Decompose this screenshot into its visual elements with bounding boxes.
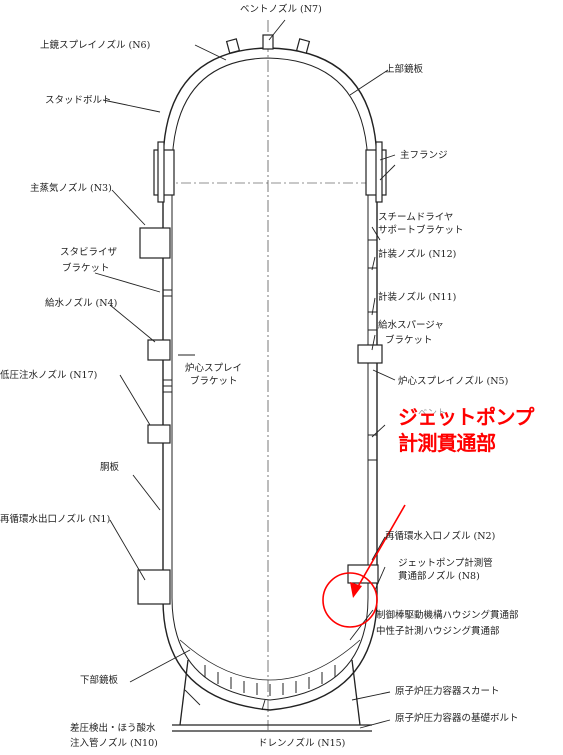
core-spray-nozzle-shape [357, 344, 383, 364]
recirc-inlet-nozzle-label: 再循環水入口ノズル (N2) [385, 531, 496, 542]
core-spray-bracket-label-2: ブラケット [190, 376, 238, 387]
skirt-left [179, 659, 189, 726]
crd-housings [179, 639, 361, 696]
vent-nozzle-label: ベントノズル (N7) [240, 4, 322, 15]
vent-nozzle-shape [262, 34, 274, 50]
jet-pump-penetration-label-1: ジェットポンプ計測管 [398, 558, 493, 569]
bottom-head-label: 下部鏡板 [80, 675, 119, 686]
stabilizer-bracket-label-1: スタビライザ [60, 247, 118, 258]
recirc-outlet-nozzle-shape [137, 569, 171, 605]
hidden-partial-label: ベント [418, 408, 447, 419]
skirt-right [351, 659, 361, 726]
recirc-inlet-nozzle-shape [347, 564, 379, 584]
diff-pressure-nozzle-label-1: 差圧検出・ほう酸水 [70, 723, 156, 734]
top-head-label: 上部鏡板 [385, 64, 424, 75]
left-stud [157, 141, 165, 203]
main-flange-label: 主フランジ [400, 150, 448, 161]
lpci-nozzle-label: 低圧注水ノズル (N17) [0, 370, 98, 381]
highlight-circle [322, 572, 378, 628]
crd-housing-penetration-label: 制御棒駆動機構ハウジング貫通部 [376, 610, 519, 621]
feedwater-sparger-label-2: ブラケット [385, 335, 433, 346]
feedwater-nozzle-label: 給水ノズル (N4) [45, 298, 118, 309]
incore-housing-penetration-label: 中性子計測ハウジング貫通部 [376, 626, 500, 637]
core-spray-nozzle-label: 炉心スプレイノズル (N5) [398, 376, 509, 387]
top-spray-nozzle-shape [225, 38, 241, 54]
instrument-nozzle-n11-label: 計装ノズル (N11) [378, 292, 457, 303]
callout-line-2: 計測貫通部 [398, 431, 496, 455]
top-nozzle-right-shape [295, 38, 311, 54]
feedwater-nozzle-shape [147, 339, 171, 361]
main-steam-nozzle-shape [139, 227, 171, 259]
top-head-spray-nozzle-label: 上鏡スプレイノズル (N6) [40, 40, 151, 51]
highlight-arrow-shaft [355, 504, 406, 591]
diff-pressure-nozzle-label-2: 注入管ノズル (N10) [70, 738, 158, 749]
feedwater-sparger-label-1: 給水スパージャ [378, 320, 444, 331]
stud-bolt-label: スタッドボルト [45, 95, 112, 106]
main-steam-nozzle-label: 主蒸気ノズル (N3) [30, 183, 112, 194]
instrument-nozzle-n12-label: 計装ノズル (N12) [378, 249, 457, 260]
shell-plate-label: 胴板 [100, 462, 120, 473]
recirc-outlet-nozzle-label: 再循環水出口ノズル (N1) [0, 514, 111, 525]
steam-dryer-bracket-label-1: スチームドライヤ [378, 212, 454, 223]
jet-pump-penetration-label-2: 貫通部ノズル (N8) [398, 571, 480, 582]
core-spray-bracket-label-1: 炉心スプレイ [185, 363, 243, 374]
steam-dryer-bracket-label-2: サポートブラケット [378, 225, 464, 236]
rpv-skirt-label: 原子炉圧力容器スカート [395, 686, 500, 697]
callout-line-1: ジェットポンプ [398, 405, 534, 429]
drain-nozzle-label: ドレンノズル (N15) [258, 738, 346, 749]
highlight-arrowhead [350, 582, 362, 598]
stabilizer-bracket-label-2: ブラケット [62, 263, 110, 274]
vessel-inner-outline [171, 57, 369, 701]
right-stud [375, 141, 383, 203]
rpv-foundation-bolt-label: 原子炉圧力容器の基礎ボルト [395, 713, 519, 724]
lpci-nozzle-shape [147, 424, 171, 444]
